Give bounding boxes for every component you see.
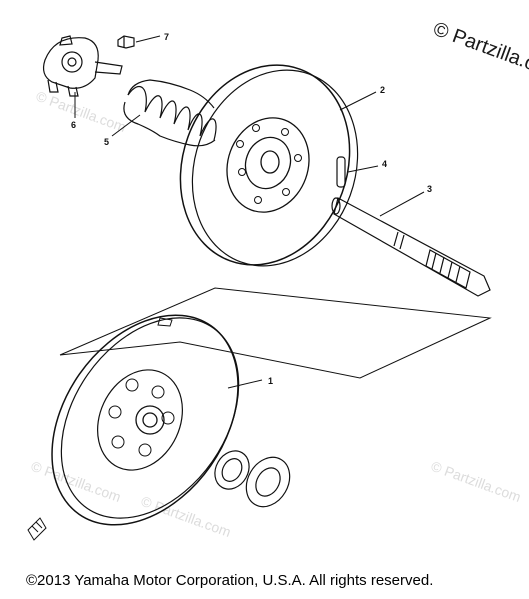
callout-1: 1 — [268, 376, 273, 386]
copyright-footer: ©2013 Yamaha Motor Corporation, U.S.A. A… — [26, 572, 434, 589]
leader-lines — [74, 35, 425, 389]
part-7-bolt — [117, 35, 135, 49]
part-5-spring — [123, 79, 217, 147]
watermark-faint: © Partzilla.com — [429, 458, 523, 505]
callout-4: 4 — [382, 159, 387, 169]
part-1-fixed-sheave — [27, 314, 240, 541]
watermark-main: © Partzilla.com — [430, 18, 529, 85]
watermark-faint: © Partzilla.com — [34, 88, 128, 135]
part-4-pin — [336, 156, 346, 188]
callout-2: 2 — [380, 85, 385, 95]
callout-6: 6 — [71, 120, 76, 130]
watermark-faint: © Partzilla.com — [139, 493, 233, 540]
callout-3: 3 — [427, 184, 432, 194]
bearing — [214, 450, 291, 508]
part-3-shaft — [331, 197, 491, 297]
assembly-guide-lines — [59, 287, 492, 379]
callout-5: 5 — [104, 137, 109, 147]
part-6-cam-housing — [42, 35, 123, 97]
callout-7: 7 — [164, 32, 169, 42]
part-2-sheave — [179, 64, 359, 267]
